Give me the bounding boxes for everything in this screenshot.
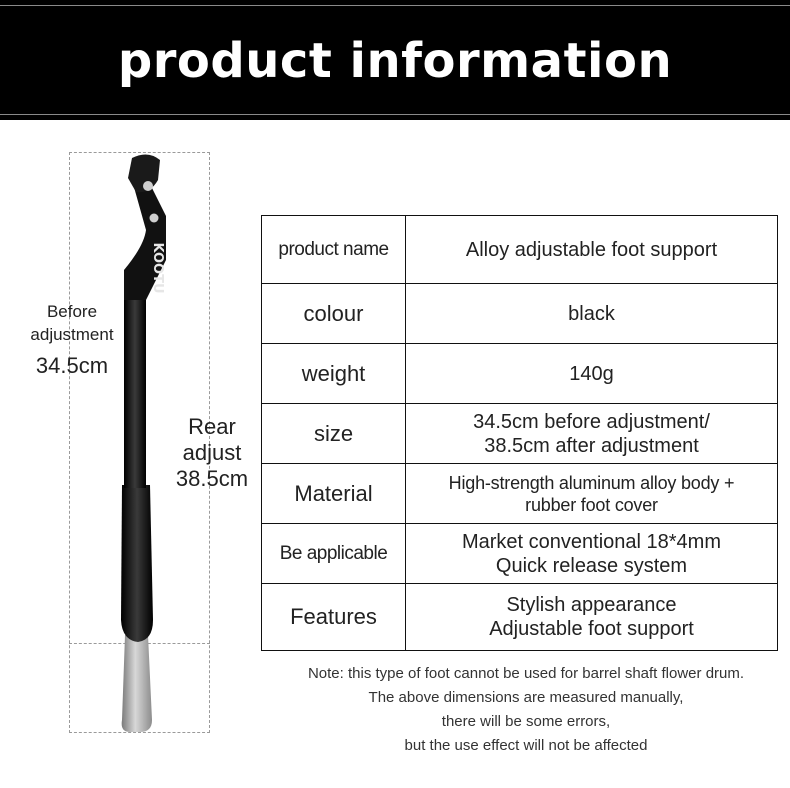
rear-label-line2: adjust xyxy=(182,440,242,465)
spec-value-line2: 38.5cm after adjustment xyxy=(484,434,699,457)
spec-row-product-name: product name Alloy adjustable foot suppo… xyxy=(261,215,778,284)
spec-row-be-applicable: Be applicable Market conventional 18*4mm… xyxy=(261,523,778,584)
spec-value: black xyxy=(405,283,778,344)
note-line2: The above dimensions are measured manual… xyxy=(368,689,684,706)
disclaimer-note: Note: this type of foot cannot be used f… xyxy=(270,662,782,758)
before-adjustment-value: 34.5cm xyxy=(35,353,109,378)
rubber-foot-cover xyxy=(121,635,152,732)
spec-key: Features xyxy=(261,583,406,651)
spec-value: Stylish appearance Adjustable foot suppo… xyxy=(405,583,778,651)
spec-row-colour: colour black xyxy=(261,283,778,344)
brand-logo-text: KOOTU xyxy=(150,242,165,293)
spec-row-material: Material High-strength aluminum alloy bo… xyxy=(261,463,778,524)
rear-label-line1: Rear xyxy=(188,414,236,439)
note-line4: but the use effect will not be affected xyxy=(404,737,648,754)
lower-tube xyxy=(121,485,153,642)
arm-bolt xyxy=(149,213,159,223)
rear-adjust-value: 38.5cm xyxy=(175,466,249,491)
before-label-line1: Before xyxy=(46,302,98,321)
spec-key: product name xyxy=(261,215,406,284)
kickstand-product-image: KOOTU xyxy=(121,154,166,732)
spec-value: 34.5cm before adjustment/ 38.5cm after a… xyxy=(405,403,778,464)
spec-key: size xyxy=(261,403,406,464)
spec-value-line2: Quick release system xyxy=(495,554,688,577)
spec-row-features: Features Stylish appearance Adjustable f… xyxy=(261,583,778,651)
mount-arm xyxy=(124,180,166,300)
spec-value: Alloy adjustable foot support xyxy=(405,215,778,284)
spec-value-line1: Stylish appearance xyxy=(506,594,677,616)
spec-value: High-strength aluminum alloy body + rubb… xyxy=(405,463,778,524)
header-top-rule xyxy=(0,5,790,6)
spec-key: Material xyxy=(261,463,406,524)
spec-row-size: size 34.5cm before adjustment/ 38.5cm af… xyxy=(261,403,778,464)
mount-bracket xyxy=(128,154,160,193)
spec-value-line1: 34.5cm before adjustment/ xyxy=(473,410,710,433)
spec-value-line1: Market conventional 18*4mm xyxy=(461,530,721,553)
rear-adjust-label: Rear adjust 38.5cm xyxy=(162,414,262,492)
before-adjustment-label: Before adjustment 34.5cm xyxy=(6,300,138,382)
spec-key: weight xyxy=(261,343,406,404)
page-title: product information xyxy=(117,33,673,89)
spec-value-line2: Adjustable foot support xyxy=(489,618,694,640)
note-line1: Note: this type of foot cannot be used f… xyxy=(307,665,745,682)
spec-value-line2: rubber foot cover xyxy=(525,494,658,515)
header-banner: product information xyxy=(0,0,790,120)
note-line3: there will be some errors, xyxy=(441,713,611,730)
dimension-dashed-box xyxy=(69,152,210,733)
bracket-bolt xyxy=(143,181,153,191)
spec-value: 140g xyxy=(405,343,778,404)
spec-row-weight: weight 140g xyxy=(261,343,778,404)
spec-key: colour xyxy=(261,283,406,344)
upper-tube xyxy=(124,290,146,488)
header-bottom-rule xyxy=(0,114,790,115)
spec-table: product name Alloy adjustable foot suppo… xyxy=(261,215,778,651)
spec-value-line1: High-strength aluminum alloy body + xyxy=(448,472,735,493)
spec-value: Market conventional 18*4mm Quick release… xyxy=(405,523,778,584)
before-label-line2: adjustment xyxy=(30,325,114,344)
spec-key: Be applicable xyxy=(261,523,406,584)
